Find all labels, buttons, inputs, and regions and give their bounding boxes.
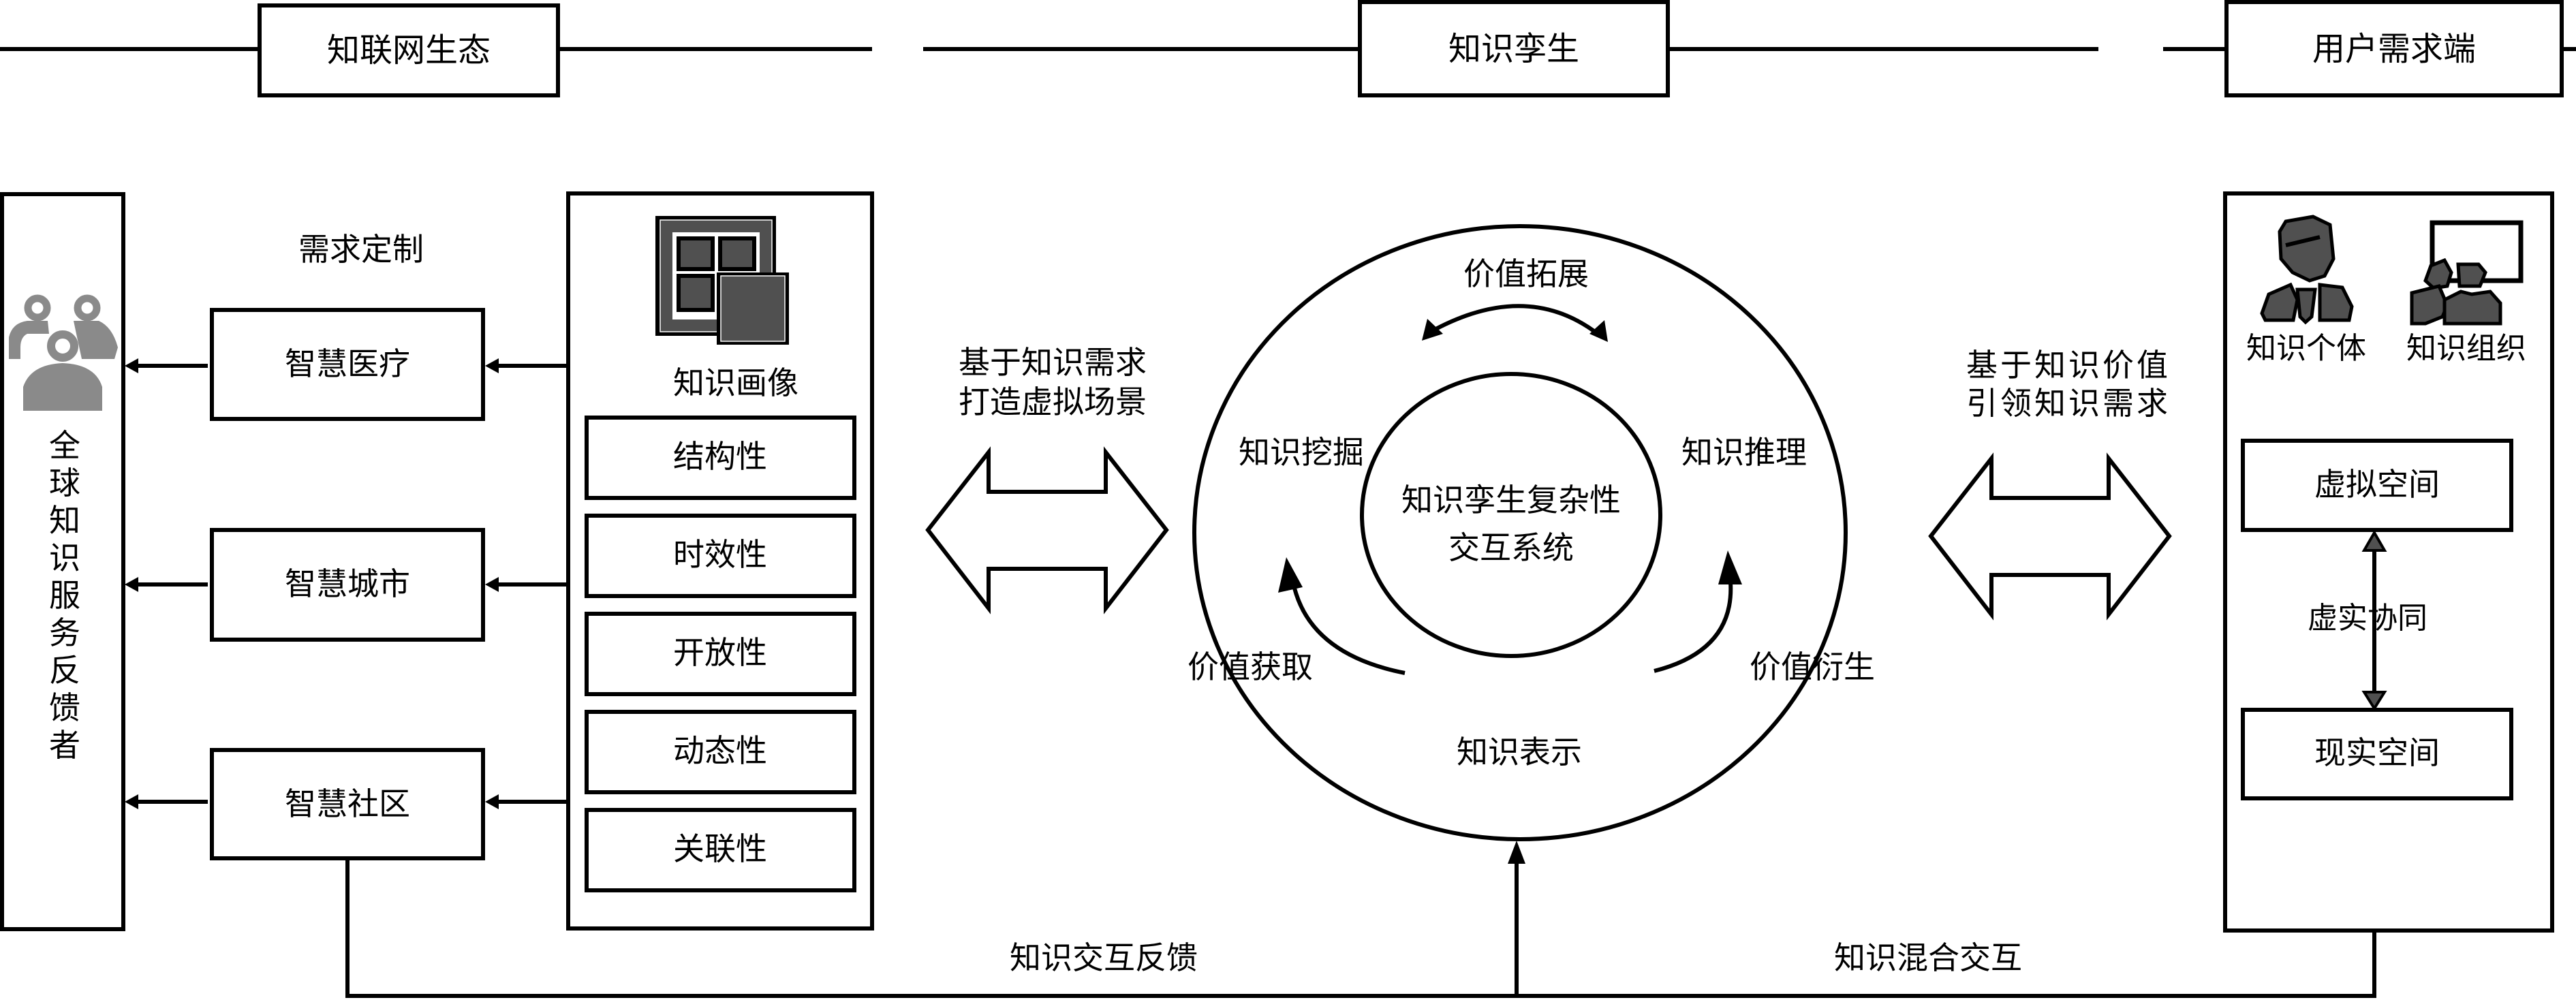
vertical-label-char: 知 bbox=[49, 502, 80, 539]
service-label: 智慧城市 bbox=[285, 565, 410, 602]
vertical-label-char: 服 bbox=[49, 577, 80, 614]
value-derive-label: 价值衍生 bbox=[1750, 649, 1875, 685]
portrait-attribute: 结构性 bbox=[585, 416, 856, 500]
attribute-label: 结构性 bbox=[673, 438, 767, 475]
left-bridge: 基于知识需求 打造虚拟场景 bbox=[925, 344, 1169, 614]
bottom-loop bbox=[345, 860, 2376, 998]
left-bridge-line2: 打造虚拟场景 bbox=[959, 384, 1147, 420]
right-bridge: 基于知识价值 引领知识需求 bbox=[1928, 347, 2172, 621]
portrait-to-service-arrows bbox=[492, 364, 568, 804]
portrait-attribute: 时效性 bbox=[585, 514, 856, 598]
knowledge-individual-icon bbox=[2260, 215, 2354, 325]
vertical-label-char: 识 bbox=[49, 540, 80, 576]
real-space-box[interactable]: 现实空间 bbox=[2241, 708, 2513, 800]
vertical-label-char: 全 bbox=[49, 427, 80, 464]
outer-cycle-ring bbox=[1192, 224, 1848, 841]
knowledge-individual-label: 知识个体 bbox=[2246, 331, 2366, 366]
double-arrow-right-icon bbox=[1928, 452, 2172, 621]
section-header-right: 用户需求端 bbox=[2224, 0, 2564, 97]
arrowhead-portrait-city bbox=[485, 577, 499, 592]
vertical-label-char: 者 bbox=[49, 727, 80, 764]
portrait-attribute: 开放性 bbox=[585, 612, 856, 696]
arrowhead-portrait-healthcare bbox=[485, 358, 499, 373]
core-system-circle bbox=[1360, 372, 1662, 658]
service-label: 智慧医疗 bbox=[285, 345, 410, 382]
feedback-column: 全球知识服务反馈者 bbox=[0, 192, 125, 931]
core-system-line1: 知识孪生复杂性 bbox=[1401, 482, 1621, 518]
value-expand-arc bbox=[1429, 304, 1599, 336]
section-title-center: 知识孪生 bbox=[1448, 30, 1579, 68]
portrait-attribute: 动态性 bbox=[585, 710, 856, 794]
section-title-left: 知联网生态 bbox=[327, 31, 491, 69]
users-group-icon bbox=[9, 294, 118, 411]
value-expand-label: 价值拓展 bbox=[1463, 255, 1589, 292]
arrowhead-city-feedback bbox=[125, 577, 138, 592]
attribute-label: 时效性 bbox=[673, 536, 767, 573]
service-label: 智慧社区 bbox=[285, 785, 410, 822]
arrowhead-icon bbox=[1718, 550, 1742, 584]
arrowhead-down-icon bbox=[2361, 691, 2387, 711]
service-to-feedback-arrows bbox=[129, 364, 208, 804]
attribute-label: 动态性 bbox=[673, 732, 767, 769]
left-bridge-line1: 基于知识需求 bbox=[959, 344, 1147, 381]
virtual-space-box[interactable]: 虚拟空间 bbox=[2241, 439, 2513, 532]
knowledge-hybrid-interaction-label: 知识混合交互 bbox=[1834, 939, 2022, 976]
arrowhead-portrait-community bbox=[485, 794, 499, 809]
value-capture-label: 价值获取 bbox=[1188, 649, 1313, 685]
knowledge-organization-icon bbox=[2410, 220, 2524, 326]
vertical-label-char: 务 bbox=[49, 614, 80, 651]
value-capture-arc bbox=[1291, 582, 1406, 675]
service-box-healthcare[interactable]: 智慧医疗 bbox=[210, 308, 485, 421]
service-box-city[interactable]: 智慧城市 bbox=[210, 528, 485, 642]
section-header-left: 知联网生态 bbox=[258, 3, 560, 97]
arrowhead-healthcare-feedback bbox=[125, 358, 138, 373]
value-derive-arc bbox=[1654, 582, 1733, 673]
center-cycle: 知识孪生复杂性 交互系统 价值拓展 知识挖掘 知识推理 价值获取 价值衍生 知识… bbox=[1188, 224, 1875, 841]
real-space-label: 现实空间 bbox=[2314, 734, 2440, 771]
arrowhead-up-icon bbox=[1508, 841, 1525, 864]
knowledge-portrait-icon bbox=[655, 216, 789, 345]
feedback-vertical-label: 全球知识服务反馈者 bbox=[49, 427, 80, 764]
arrowhead-up-icon bbox=[2361, 529, 2387, 552]
portrait-attribute: 关联性 bbox=[585, 808, 856, 892]
service-box-community[interactable]: 智慧社区 bbox=[210, 748, 485, 860]
arrowhead-icon bbox=[1422, 319, 1443, 341]
knowledge-portrait-panel: 知识画像 结构性 时效性 开放性 动态性 关联性 bbox=[566, 191, 874, 931]
attribute-label: 关联性 bbox=[673, 830, 767, 867]
knowledge-reasoning-label: 知识推理 bbox=[1681, 434, 1807, 471]
vertical-label-char: 馈 bbox=[49, 689, 80, 726]
section-header-center: 知识孪生 bbox=[1358, 0, 1670, 97]
virtual-real-sync-label: 虚实协同 bbox=[2308, 601, 2427, 636]
virtual-space-label: 虚拟空间 bbox=[2314, 466, 2440, 503]
knowledge-mining-label: 知识挖掘 bbox=[1239, 434, 1364, 471]
right-bridge-line1: 基于知识价值 bbox=[1966, 347, 2171, 384]
double-arrow-left-icon bbox=[925, 446, 1169, 614]
demand-customization-label: 需求定制 bbox=[298, 231, 424, 268]
arrowhead-icon bbox=[1589, 320, 1608, 342]
arrowhead-community-feedback bbox=[125, 794, 138, 809]
knowledge-representation-label: 知识表示 bbox=[1457, 734, 1582, 770]
knowledge-organization-label: 知识组织 bbox=[2406, 331, 2526, 366]
community-to-bottom-connector bbox=[345, 860, 2376, 998]
arrowhead-icon bbox=[1278, 557, 1303, 593]
core-system-line2: 交互系统 bbox=[1448, 529, 1574, 566]
knowledge-interaction-feedback-label: 知识交互反馈 bbox=[1010, 939, 1198, 976]
vertical-label-char: 反 bbox=[49, 652, 80, 689]
section-title-right: 用户需求端 bbox=[2312, 30, 2476, 68]
attribute-label: 开放性 bbox=[673, 634, 767, 671]
user-demand-panel: 知识个体 知识组织 虚拟空间 虚实协同 现实空间 bbox=[2223, 191, 2554, 933]
knowledge-portrait-title: 知识画像 bbox=[673, 364, 798, 401]
right-bridge-line2: 引领知识需求 bbox=[1966, 385, 2171, 422]
vertical-label-char: 球 bbox=[49, 465, 80, 501]
header-band: 知联网生态 知识孪生 用户需求端 bbox=[0, 0, 2576, 97]
